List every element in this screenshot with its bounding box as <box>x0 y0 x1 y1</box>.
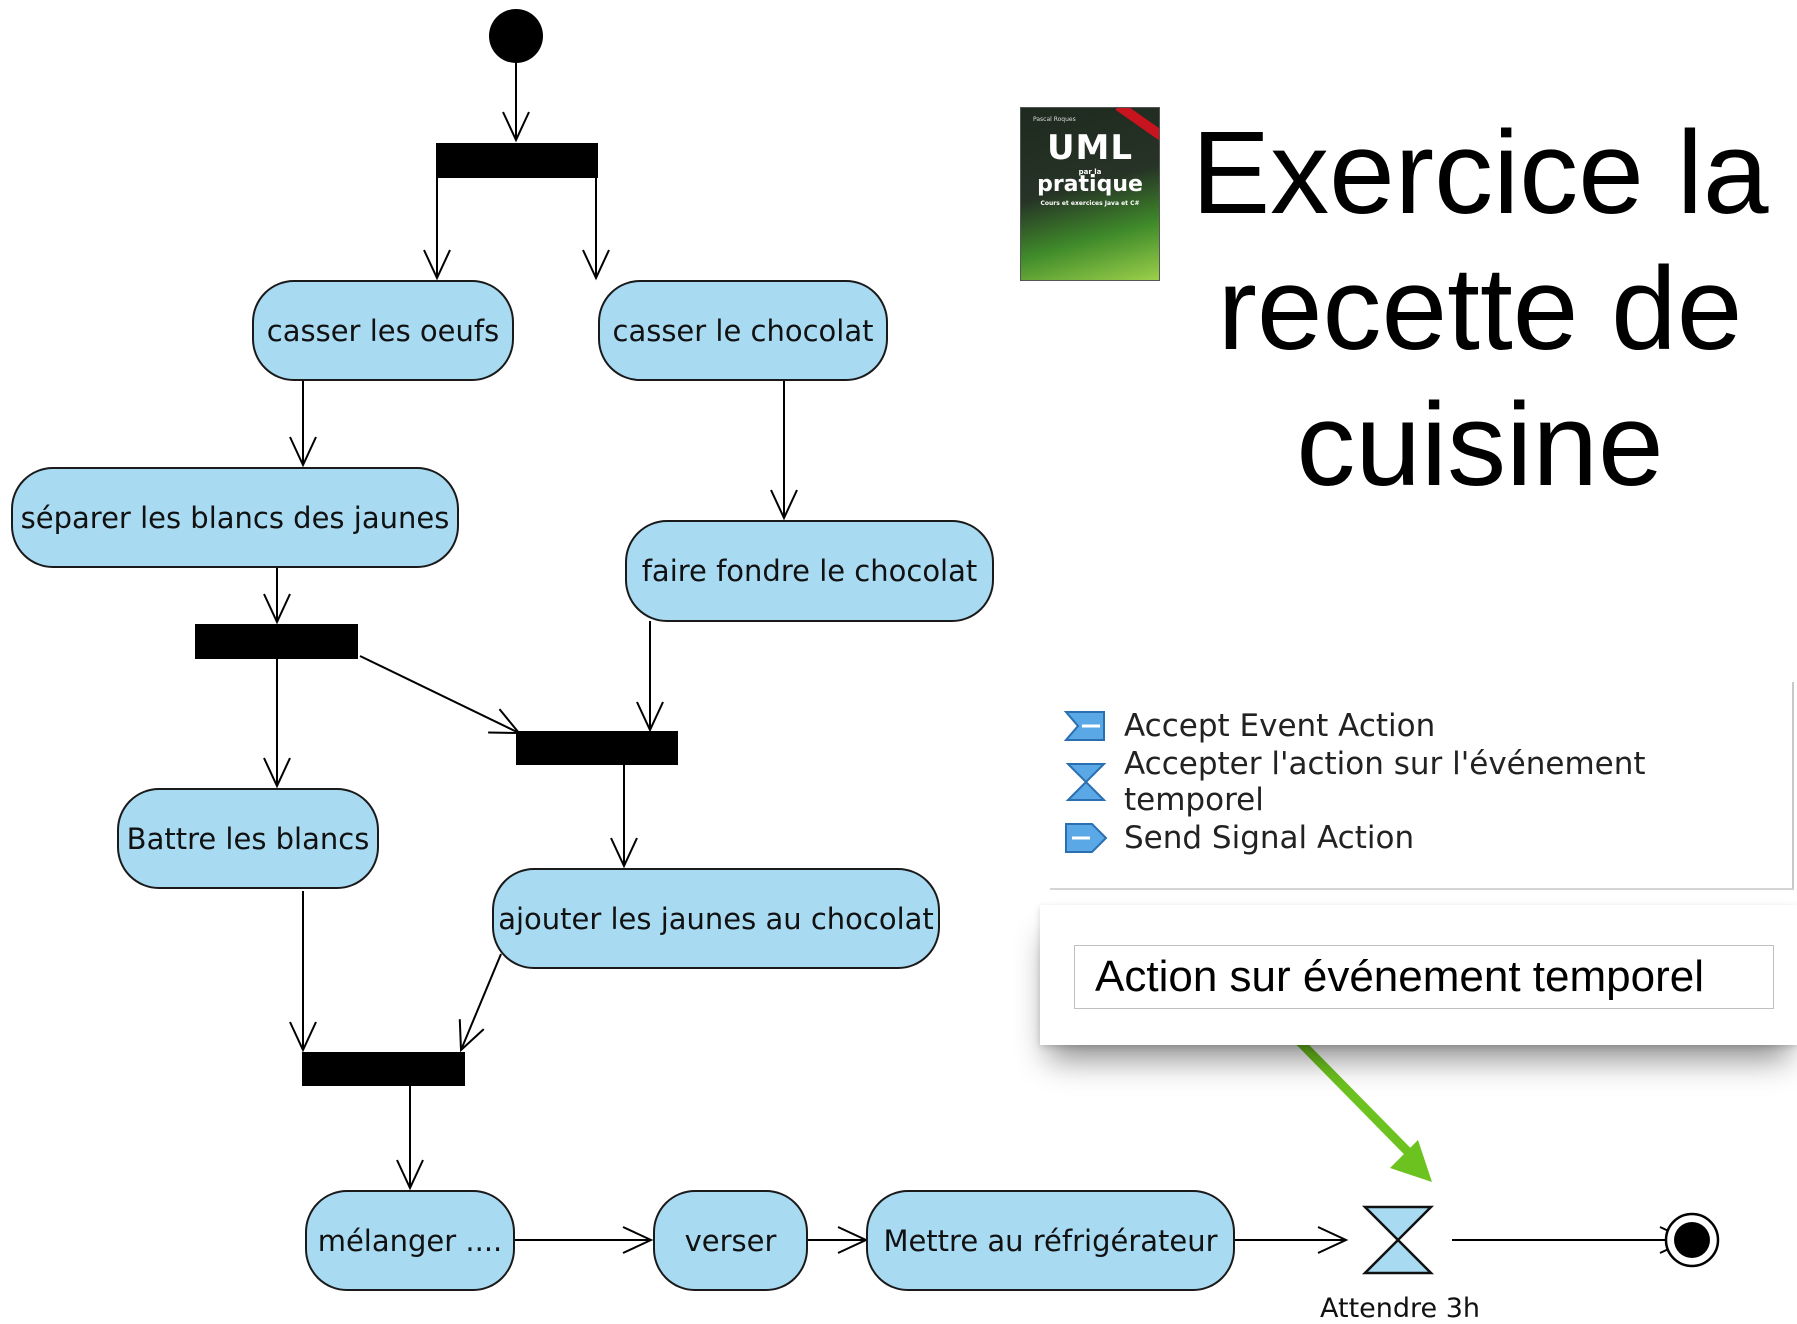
initial-node <box>489 9 543 63</box>
action-melanger[interactable]: mélanger .... <box>305 1190 515 1291</box>
edge-ajouter-join2 <box>458 953 502 1053</box>
book-subtitle: Cours et exercices Java et C# <box>1040 200 1140 207</box>
fork-bar-top <box>436 143 598 178</box>
hourglass-time-event <box>1361 1205 1435 1275</box>
action-refrigerer[interactable]: Mettre au réfrigérateur <box>866 1190 1235 1291</box>
tooltip-text: Action sur événement temporel <box>1074 945 1774 1009</box>
book-cover-image: Pascal Roques UML par la pratique Cours … <box>1021 108 1159 280</box>
palette-item-label: Accept Event Action <box>1124 708 1436 744</box>
action-separer[interactable]: séparer les blancs des jaunes <box>11 467 459 568</box>
title-line-3: cuisine <box>1296 379 1664 511</box>
palette-item-label: Send Signal Action <box>1124 820 1415 856</box>
title-line-1: Exercice la <box>1191 107 1769 239</box>
palette-item-send-signal[interactable]: Send Signal Action <box>1064 812 1414 864</box>
tool-palette: Accept Event Action Accepter l'action su… <box>1050 682 1794 890</box>
palette-item-accept-event[interactable]: Accept Event Action <box>1064 700 1435 752</box>
action-battre[interactable]: Battre les blancs <box>117 788 379 889</box>
book-title-pratique: pratique <box>1037 172 1143 197</box>
book-author: Pascal Roques <box>1033 116 1076 123</box>
book-title-par: par la <box>1078 168 1102 176</box>
final-node-core <box>1674 1222 1710 1258</box>
action-ajouter[interactable]: ajouter les jaunes au chocolat <box>492 868 940 969</box>
tooltip-callout: Action sur événement temporel <box>1040 905 1797 1045</box>
edge-fork2-join1 <box>359 655 522 735</box>
join-bar-chocolat <box>516 731 678 765</box>
action-verser[interactable]: verser <box>653 1190 808 1291</box>
hourglass-icon <box>1064 762 1108 802</box>
fork-bar-separer <box>195 624 358 659</box>
action-casser-oeufs[interactable]: casser les oeufs <box>252 280 514 381</box>
time-event-label: Attendre 3h <box>1319 1293 1481 1324</box>
send-signal-icon <box>1064 818 1108 858</box>
action-casser-chocolat[interactable]: casser le chocolat <box>598 280 888 381</box>
palette-item-time-event[interactable]: Accepter l'action sur l'événement tempor… <box>1064 746 1792 818</box>
palette-item-label: Accepter l'action sur l'événement tempor… <box>1124 746 1646 818</box>
highlight-arrow <box>1291 1033 1432 1182</box>
slide-title: Exercice la recette de cuisine <box>1180 105 1780 513</box>
accept-event-icon <box>1064 706 1108 746</box>
book-title-uml: UML <box>1046 128 1134 168</box>
action-fondre[interactable]: faire fondre le chocolat <box>625 520 994 622</box>
title-line-2: recette de <box>1217 243 1743 375</box>
join-bar-melanger <box>302 1052 465 1086</box>
